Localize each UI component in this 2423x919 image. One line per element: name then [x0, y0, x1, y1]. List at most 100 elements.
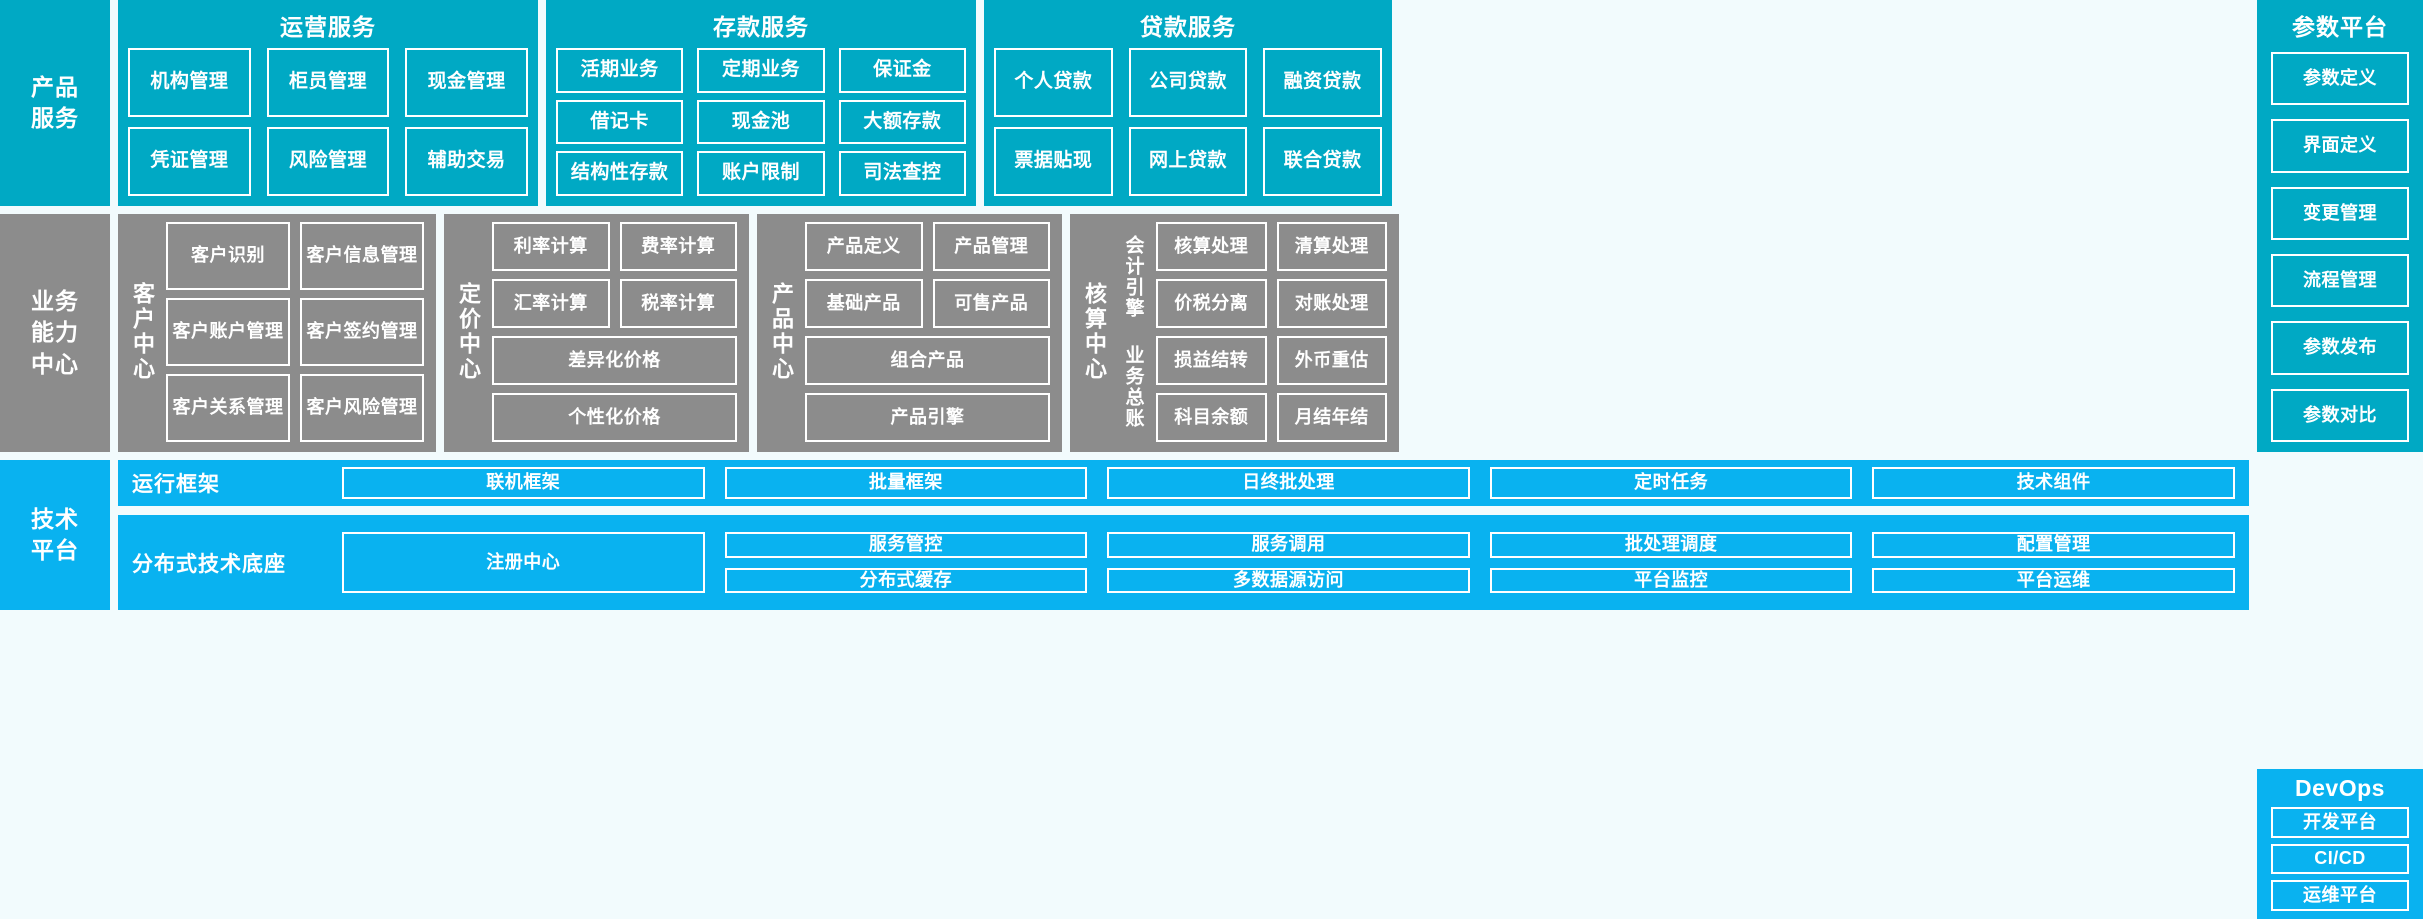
- devops-item[interactable]: CI/CD: [2271, 843, 2409, 875]
- service-item[interactable]: 个人贷款: [994, 48, 1113, 117]
- capability-item[interactable]: 组合产品: [805, 336, 1050, 385]
- service-item[interactable]: 联合贷款: [1263, 127, 1382, 196]
- capability-item[interactable]: 核算处理: [1156, 222, 1267, 271]
- accounting-sublabel-ledger: 业务总账: [1122, 345, 1144, 429]
- service-item[interactable]: 公司贷款: [1128, 48, 1248, 117]
- tech-item[interactable]: 平台运维: [1872, 567, 2235, 594]
- capability-item[interactable]: 清算处理: [1276, 222, 1387, 271]
- accounting-sublabels: 会计引擎 业务总账: [1118, 222, 1148, 442]
- capability-item[interactable]: 价税分离: [1156, 279, 1267, 328]
- capability-item[interactable]: 税率计算: [619, 279, 737, 328]
- param-item[interactable]: 参数定义: [2271, 52, 2409, 106]
- capability-item[interactable]: 产品引擎: [805, 393, 1050, 442]
- devops-item[interactable]: 运维平台: [2271, 880, 2409, 911]
- service-grid-deposit: 活期业务 定期业务 保证金 借记卡 现金池 大额存款 结构性存款 账户限制 司法…: [556, 48, 966, 196]
- devops-item[interactable]: 开发平台: [2271, 807, 2409, 838]
- service-group-title-loan: 贷款服务: [1140, 14, 1236, 40]
- capability-item[interactable]: 差异化价格: [492, 336, 737, 385]
- service-item[interactable]: 风险管理: [266, 127, 390, 196]
- tech-item[interactable]: 联机框架: [342, 467, 705, 499]
- capability-item[interactable]: 基础产品: [805, 279, 923, 328]
- service-item[interactable]: 活期业务: [556, 48, 684, 93]
- tech-item[interactable]: 批处理调度: [1489, 531, 1853, 558]
- tech-item[interactable]: 定时任务: [1489, 467, 1853, 499]
- capability-grid-accounting: 核算处理 清算处理 价税分离 对账处理 损益结转 外币重估 科目余额 月结年结: [1156, 222, 1387, 442]
- tech-band-title-base: 分布式技术底座: [132, 552, 286, 576]
- service-item[interactable]: 大额存款: [838, 99, 966, 145]
- service-item[interactable]: 融资贷款: [1263, 48, 1382, 117]
- technical-bands: 运行框架 联机框架 批量框架 日终批处理 定时任务 技术组件 分布式技术底座 注…: [118, 460, 2249, 610]
- capability-item[interactable]: 月结年结: [1276, 393, 1387, 442]
- tech-item[interactable]: 配置管理: [1872, 531, 2235, 558]
- layer-label-line-1: 业务: [31, 288, 79, 315]
- capability-center-accounting: 核算中心 会计引擎 业务总账 核算处理 清算处理 价税分离 对账处理 损益结转 …: [1070, 214, 1399, 452]
- tech-item[interactable]: 服务管控: [724, 531, 1088, 558]
- capability-item[interactable]: 对账处理: [1276, 279, 1387, 328]
- service-item[interactable]: 借记卡: [556, 99, 684, 145]
- param-item[interactable]: 流程管理: [2271, 253, 2409, 308]
- service-item[interactable]: 现金管理: [405, 48, 528, 117]
- service-item[interactable]: 保证金: [838, 48, 966, 93]
- capability-center-label-accounting: 核算中心: [1082, 282, 1107, 382]
- capability-center-customer: 客户中心 客户识别 客户信息管理 客户账户管理 客户签约管理 客户关系管理 客户…: [118, 214, 436, 452]
- tech-item[interactable]: 多数据源访问: [1107, 567, 1470, 594]
- capability-item[interactable]: 产品定义: [805, 222, 923, 271]
- service-group-title-deposit: 存款服务: [713, 14, 809, 40]
- service-group-title-operations: 运营服务: [280, 14, 376, 40]
- service-item[interactable]: 机构管理: [128, 48, 251, 117]
- service-group-loan: 贷款服务 个人贷款 公司贷款 融资贷款 票据贴现 网上贷款 联合贷款: [984, 0, 1392, 206]
- tech-item[interactable]: 服务调用: [1107, 531, 1470, 558]
- tech-item[interactable]: 分布式缓存: [724, 567, 1088, 594]
- capability-item[interactable]: 汇率计算: [492, 279, 610, 328]
- param-item[interactable]: 参数对比: [2271, 388, 2409, 442]
- capability-item[interactable]: 客户识别: [166, 222, 290, 290]
- param-item[interactable]: 界面定义: [2271, 119, 2409, 173]
- service-grid-operations: 机构管理 柜员管理 现金管理 凭证管理 风险管理 辅助交易: [128, 48, 528, 196]
- service-item[interactable]: 网上贷款: [1128, 127, 1248, 196]
- capability-center-label-pricing: 定价中心: [456, 282, 481, 382]
- service-item[interactable]: 凭证管理: [128, 127, 251, 196]
- param-platform-list: 参数定义 界面定义 变更管理 流程管理 参数发布 参数对比: [2271, 52, 2409, 442]
- service-item[interactable]: 现金池: [697, 99, 825, 145]
- capability-item[interactable]: 可售产品: [932, 279, 1050, 328]
- capability-item[interactable]: 客户风险管理: [300, 374, 424, 442]
- layer-label-line-2: 服务: [31, 105, 79, 131]
- tech-item[interactable]: 平台监控: [1489, 567, 1853, 594]
- capability-item[interactable]: 产品管理: [932, 222, 1050, 271]
- service-item[interactable]: 柜员管理: [266, 48, 390, 117]
- capability-item[interactable]: 损益结转: [1156, 336, 1267, 385]
- service-item[interactable]: 司法查控: [838, 151, 966, 196]
- service-item[interactable]: 票据贴现: [994, 127, 1113, 196]
- param-platform-title: 参数平台: [2292, 14, 2388, 40]
- capability-item[interactable]: 客户账户管理: [166, 298, 290, 366]
- service-grid-loan: 个人贷款 公司贷款 融资贷款 票据贴现 网上贷款 联合贷款: [994, 48, 1382, 196]
- capability-center-label-product: 产品中心: [769, 282, 794, 382]
- capability-item[interactable]: 客户信息管理: [300, 222, 424, 290]
- param-item[interactable]: 参数发布: [2271, 321, 2409, 375]
- capability-item[interactable]: 费率计算: [619, 222, 737, 271]
- tech-item-registry[interactable]: 注册中心: [342, 531, 705, 594]
- tech-item[interactable]: 技术组件: [1872, 467, 2235, 499]
- layer-label-product-services: 产品 服务: [0, 0, 110, 206]
- tech-item[interactable]: 日终批处理: [1107, 467, 1470, 499]
- capability-grid-pricing: 利率计算 费率计算 汇率计算 税率计算 差异化价格 个性化价格: [492, 222, 737, 442]
- layer-label-line-1: 技术: [31, 505, 79, 532]
- capability-item[interactable]: 利率计算: [492, 222, 610, 271]
- service-item[interactable]: 结构性存款: [556, 151, 684, 196]
- capability-item[interactable]: 外币重估: [1276, 336, 1387, 385]
- layer-label-technical-platform: 技术 平台: [0, 460, 110, 610]
- capability-item[interactable]: 科目余额: [1156, 393, 1267, 442]
- layer-technical-platform: 技术 平台 运行框架 联机框架 批量框架 日终批处理 定时任务 技术组件 分布式…: [0, 460, 2423, 610]
- capability-item[interactable]: 客户签约管理: [300, 298, 424, 366]
- tech-band-items-runtime: 联机框架 批量框架 日终批处理 定时任务 技术组件: [342, 467, 2235, 499]
- service-item[interactable]: 账户限制: [697, 151, 825, 196]
- param-item[interactable]: 变更管理: [2271, 186, 2409, 240]
- service-item[interactable]: 定期业务: [697, 48, 825, 93]
- capability-item[interactable]: 客户关系管理: [166, 374, 290, 442]
- capability-item[interactable]: 个性化价格: [492, 393, 737, 442]
- capability-center-pricing: 定价中心 利率计算 费率计算 汇率计算 税率计算 差异化价格 个性化价格: [444, 214, 749, 452]
- layer-business-capability: 业务 能力 中心 客户中心 客户识别 客户信息管理 客户账户管理 客户签约管理 …: [0, 214, 2423, 452]
- tech-item[interactable]: 批量框架: [724, 467, 1088, 499]
- service-item[interactable]: 辅助交易: [405, 127, 528, 196]
- devops-title: DevOps: [2295, 775, 2385, 801]
